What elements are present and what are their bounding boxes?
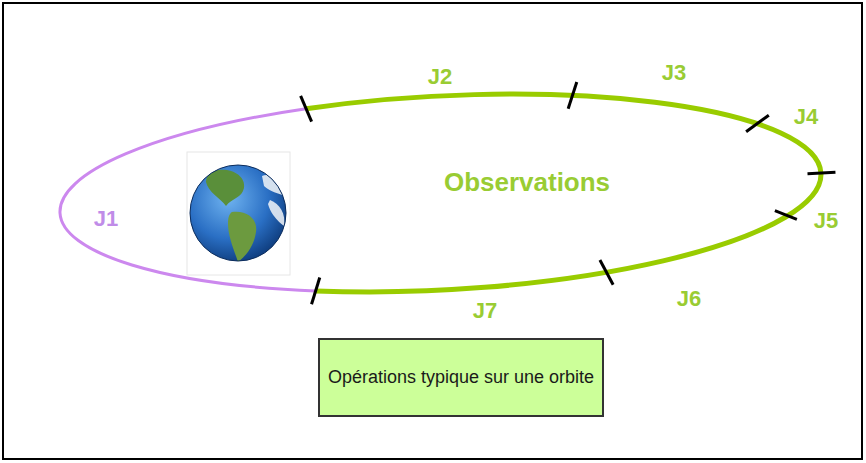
cloud: [262, 175, 286, 196]
region-label: Observations: [444, 168, 610, 198]
earth-globe: [190, 165, 286, 261]
tick: [301, 95, 312, 122]
earth-outline: [190, 165, 286, 261]
orbit-arc-purple: [55, 109, 315, 304]
segment-label: J2: [428, 64, 452, 89]
tick: [775, 210, 797, 221]
earth-background: [187, 152, 290, 275]
tick: [310, 277, 321, 304]
segment-ticks: [301, 68, 841, 304]
continent: [206, 170, 244, 206]
tick: [745, 115, 769, 132]
earth-picture: [187, 152, 290, 275]
segment-label: J5: [814, 208, 838, 233]
caption-box: Opérations typique sur une orbite: [318, 338, 604, 417]
frame: [3, 3, 862, 459]
tick: [567, 82, 578, 109]
orbit: [55, 68, 841, 317]
box-text: Opérations typique sur une orbite: [328, 366, 594, 389]
earth-land: [206, 170, 286, 262]
cloud: [268, 200, 284, 226]
segment-label: J4: [794, 104, 818, 129]
segment-label: J6: [677, 286, 701, 311]
tick: [600, 259, 613, 285]
segment-label: J1: [94, 206, 118, 231]
segment-label: J7: [473, 298, 497, 323]
segment-label: J3: [662, 60, 686, 85]
continent: [228, 212, 256, 262]
orbit-arc-green: [306, 76, 826, 296]
tick: [807, 172, 835, 173]
